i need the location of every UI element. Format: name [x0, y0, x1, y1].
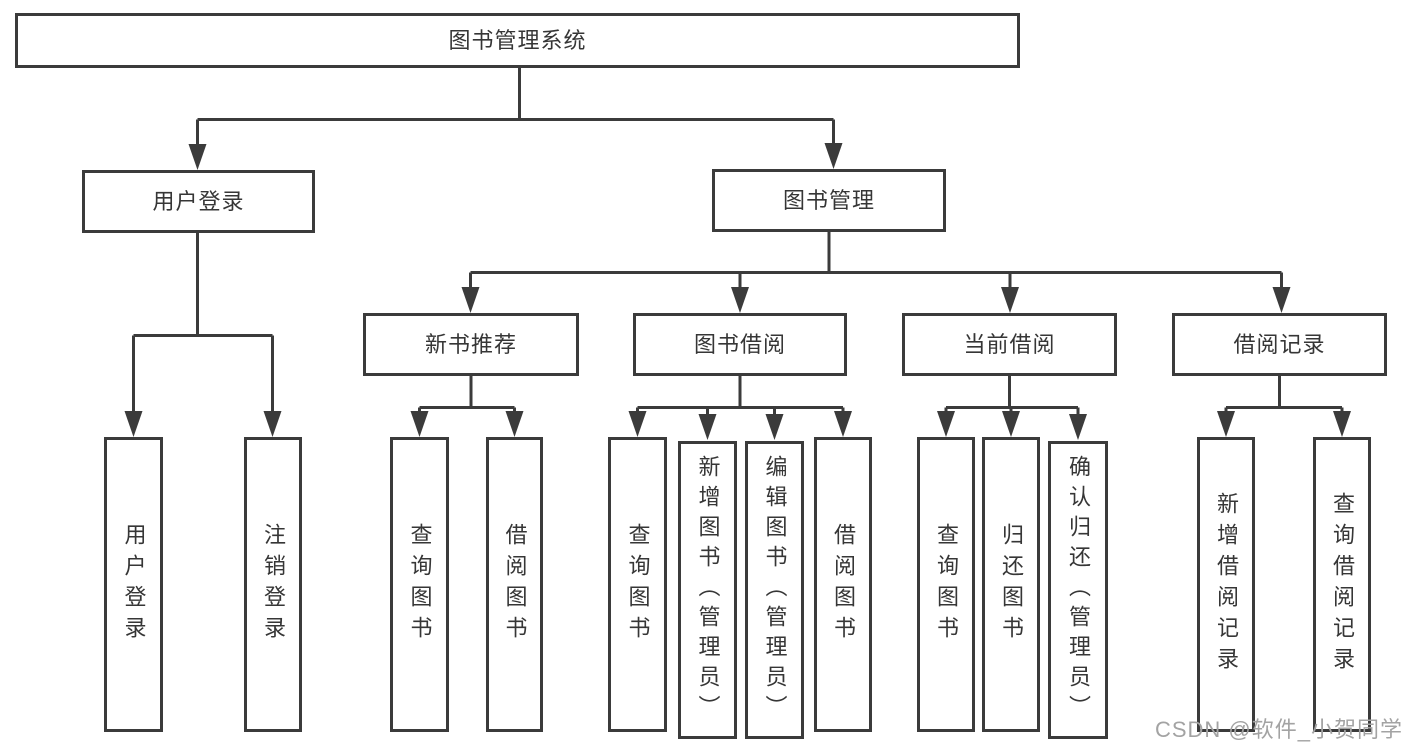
leaf-return-book-label: 归还图书 — [999, 522, 1024, 647]
leaf-edit-book-admin-label: 编辑图书（管理员） — [762, 455, 788, 725]
node-library-system-label: 图书管理系统 — [448, 27, 587, 53]
node-book-borrow: 图书借阅 — [633, 313, 847, 376]
node-current-borrow: 当前借阅 — [902, 313, 1117, 376]
node-user-login: 用户登录 — [82, 170, 315, 233]
node-borrow-records: 借阅记录 — [1172, 313, 1387, 376]
node-current-borrow-label: 当前借阅 — [963, 331, 1056, 357]
node-new-book-recommend-label: 新书推荐 — [424, 331, 517, 357]
leaf-query-books-borrow-label: 查询图书 — [625, 522, 651, 647]
leaf-user-login: 用户登录 — [104, 437, 163, 732]
node-borrow-records-label: 借阅记录 — [1233, 331, 1326, 357]
node-book-borrow-label: 图书借阅 — [693, 331, 786, 357]
leaf-return-book: 归还图书 — [982, 437, 1040, 732]
connector-paths — [132, 66, 1344, 415]
leaf-add-borrow-record: 新增借阅记录 — [1197, 437, 1255, 732]
leaf-confirm-return-admin-label: 确认归还（管理员） — [1066, 455, 1091, 725]
leaf-borrow-books: 借阅图书 — [814, 437, 872, 732]
leaf-query-books-current: 查询图书 — [917, 437, 975, 732]
node-new-book-recommend: 新书推荐 — [363, 313, 579, 376]
node-user-login-label: 用户登录 — [152, 188, 245, 214]
leaf-query-borrow-record: 查询借阅记录 — [1313, 437, 1371, 732]
leaf-borrow-books-recommend: 借阅图书 — [486, 437, 543, 732]
node-book-management: 图书管理 — [712, 169, 946, 232]
watermark: CSDN @软件_小贺同学 — [1154, 717, 1403, 742]
leaf-user-login-label: 用户登录 — [121, 522, 147, 647]
leaf-query-books-borrow: 查询图书 — [608, 437, 667, 732]
leaf-add-borrow-record-label: 新增借阅记录 — [1214, 491, 1239, 678]
leaf-query-borrow-record-label: 查询借阅记录 — [1330, 491, 1355, 678]
arrowhead-icons — [124, 143, 1351, 440]
node-library-system: 图书管理系统 — [15, 13, 1020, 68]
leaf-logout-label: 注销登录 — [261, 522, 286, 647]
leaf-query-books-current-label: 查询图书 — [934, 522, 959, 647]
leaf-edit-book-admin: 编辑图书（管理员） — [745, 441, 804, 739]
leaf-borrow-books-label: 借阅图书 — [831, 522, 856, 647]
leaf-add-book-admin-label: 新增图书（管理员） — [695, 455, 721, 725]
leaf-borrow-books-recommend-label: 借阅图书 — [502, 522, 528, 647]
leaf-query-books-recommend-label: 查询图书 — [407, 522, 433, 647]
leaf-query-books-recommend: 查询图书 — [390, 437, 449, 732]
node-book-management-label: 图书管理 — [782, 187, 875, 213]
leaf-logout: 注销登录 — [244, 437, 302, 732]
leaf-add-book-admin: 新增图书（管理员） — [678, 441, 737, 739]
leaf-confirm-return-admin: 确认归还（管理员） — [1048, 441, 1108, 739]
